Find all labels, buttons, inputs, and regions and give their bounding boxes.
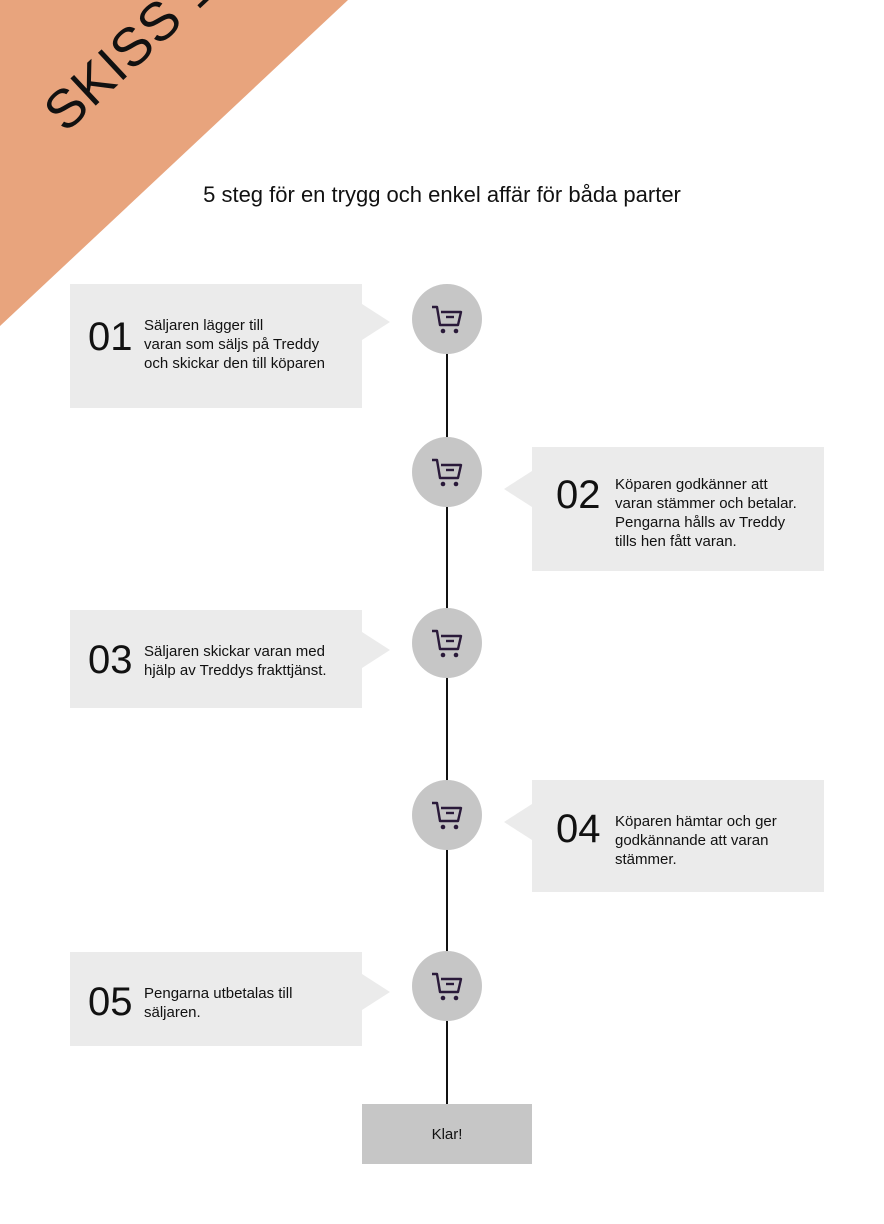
- step-description-line: Köparen godkänner att: [615, 476, 768, 493]
- shopping-cart-icon: [432, 972, 463, 1001]
- step-description-line: Säljaren skickar varan med: [144, 643, 325, 660]
- step-description-line: hjälp av Treddys frakttjänst.: [144, 662, 327, 679]
- step-number: 05: [88, 980, 133, 1024]
- timeline-node-3: [412, 608, 482, 678]
- shopping-cart-icon: [432, 305, 463, 334]
- step-description-line: tills hen fått varan.: [615, 533, 737, 550]
- step-description: Säljaren skickar varan med hjälp av Tred…: [144, 642, 327, 680]
- shopping-cart-icon: [432, 801, 463, 830]
- step-card-3: 03 Säljaren skickar varan med hjälp av T…: [70, 610, 390, 708]
- done-label: Klar!: [431, 1125, 463, 1143]
- card-pointer: [504, 804, 532, 840]
- timeline-node-5: [412, 951, 482, 1021]
- step-description: Köparen godkänner att varan stämmer och …: [615, 475, 797, 551]
- corner-banner: [0, 0, 360, 330]
- step-description: Köparen hämtar och ger godkännande att v…: [615, 812, 777, 869]
- card-pointer: [504, 471, 532, 507]
- step-number: 03: [88, 638, 133, 682]
- step-description-line: Köparen hämtar och ger: [615, 813, 777, 830]
- shopping-cart-icon: [432, 458, 463, 487]
- step-description-line: och skickar den till köparen: [144, 355, 325, 372]
- card-pointer: [362, 974, 390, 1010]
- step-number: 01: [88, 315, 133, 359]
- step-description-line: varan stämmer och betalar.: [615, 495, 797, 512]
- banner-triangle: [0, 0, 348, 326]
- step-description-line: säljaren.: [144, 1004, 201, 1021]
- step-description: Säljaren lägger till varan som säljs på …: [144, 316, 325, 373]
- card-pointer: [362, 632, 390, 668]
- step-description-line: varan som säljs på Treddy: [144, 336, 320, 353]
- timeline-node-4: [412, 780, 482, 850]
- card-pointer: [362, 304, 390, 340]
- timeline-line: [446, 320, 448, 1110]
- step-card-2: 02 Köparen godkänner att varan stämmer o…: [504, 447, 824, 571]
- step-number: 04: [556, 807, 601, 851]
- step-description-line: stämmer.: [615, 851, 677, 868]
- shopping-cart-icon: [432, 629, 463, 658]
- done-box: Klar!: [362, 1104, 532, 1164]
- step-description: Pengarna utbetalas till säljaren.: [144, 984, 292, 1022]
- timeline-node-1: [412, 284, 482, 354]
- step-number: 02: [556, 473, 601, 517]
- step-card-5: 05 Pengarna utbetalas till säljaren.: [70, 952, 390, 1046]
- step-description-line: Pengarna hålls av Treddy: [615, 514, 786, 531]
- step-description-line: Pengarna utbetalas till: [144, 985, 293, 1002]
- timeline-node-2: [412, 437, 482, 507]
- page-subtitle: 5 steg för en trygg och enkel affär för …: [203, 182, 681, 207]
- step-description-line: godkännande att varan: [615, 832, 769, 849]
- step-card-1: 01 Säljaren lägger till varan som säljs …: [70, 284, 390, 408]
- step-description-line: Säljaren lägger till: [144, 317, 264, 334]
- step-card-4: 04 Köparen hämtar och ger godkännande at…: [504, 780, 824, 892]
